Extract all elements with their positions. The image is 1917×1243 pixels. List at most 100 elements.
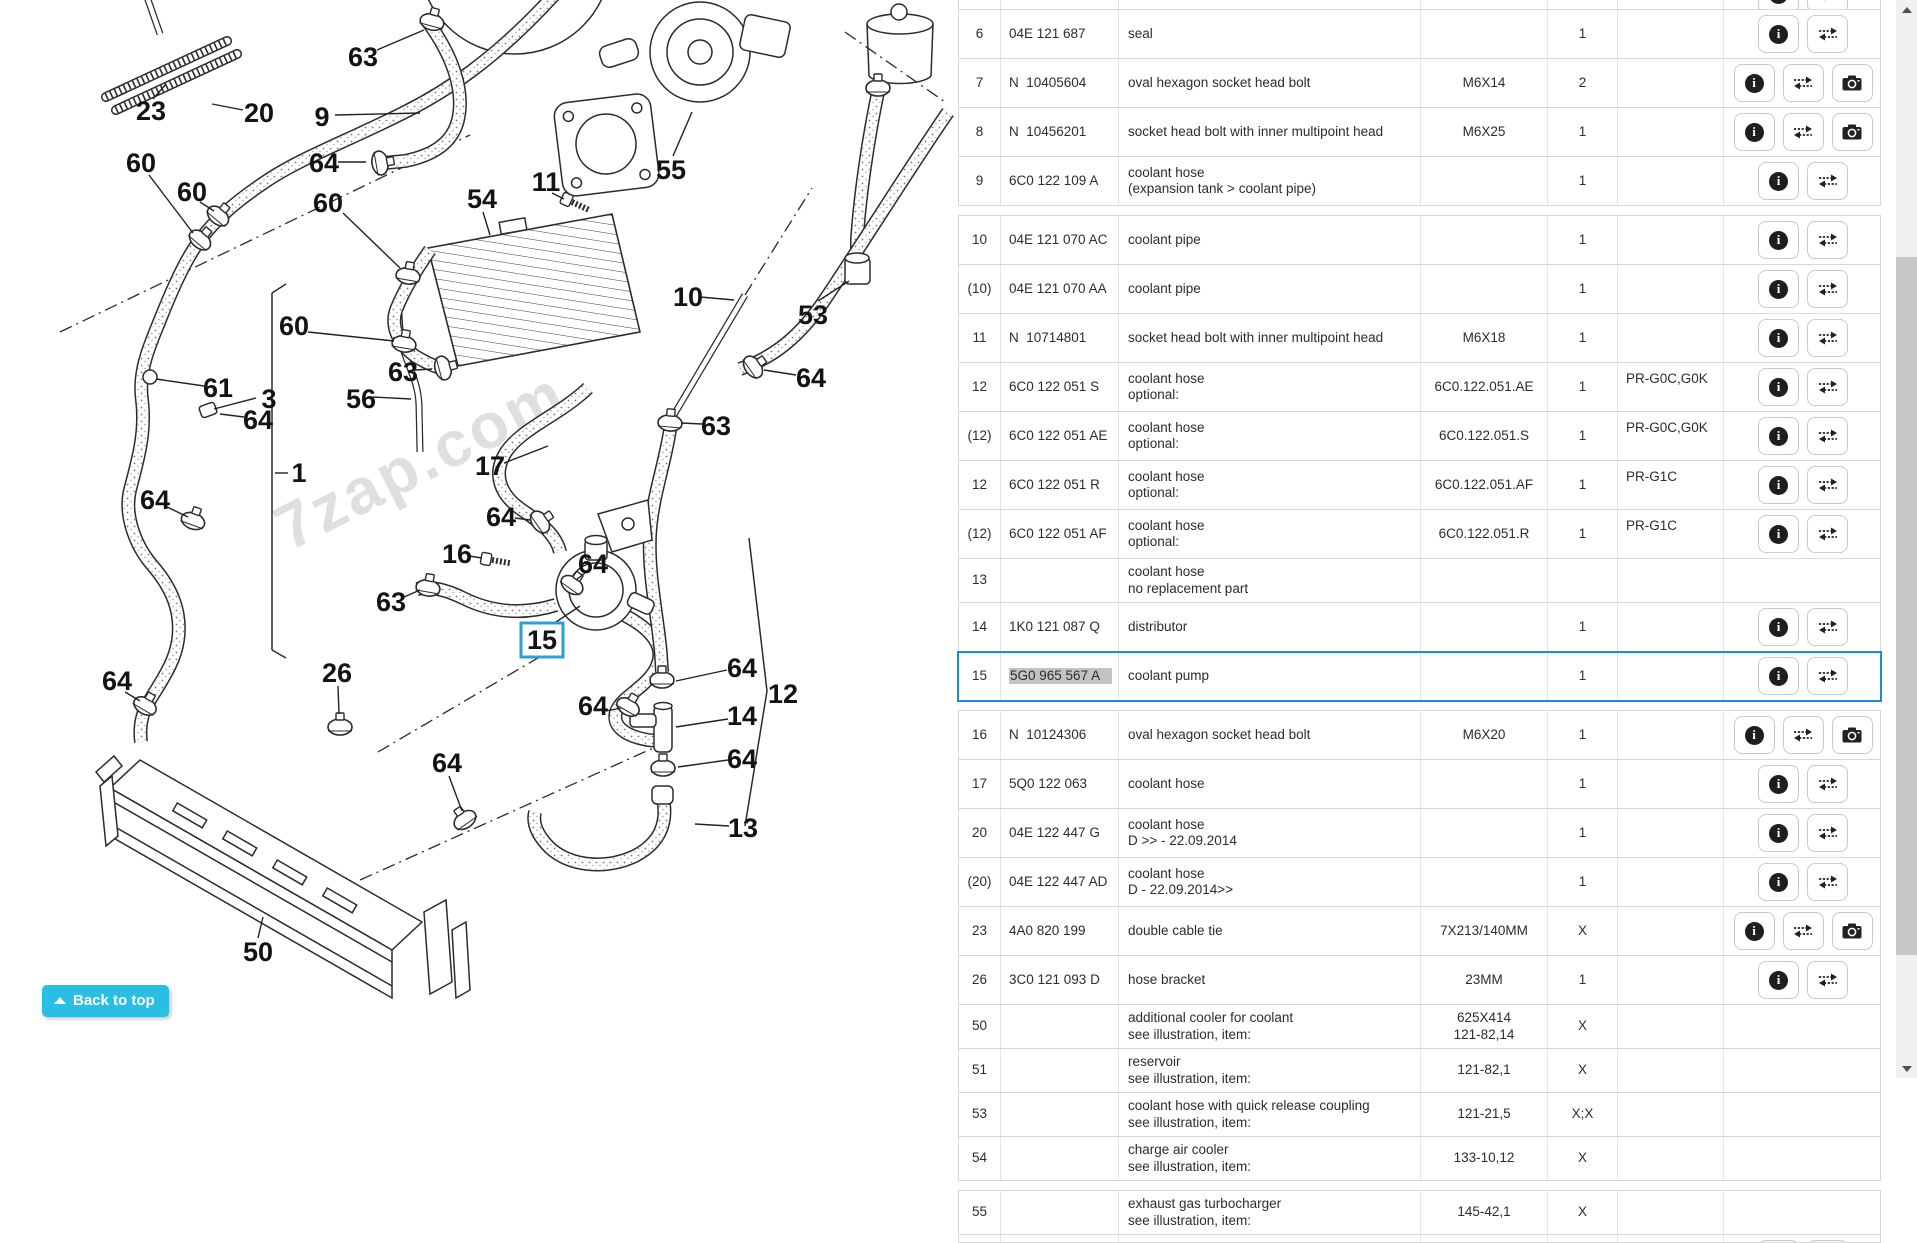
swap-button[interactable] xyxy=(1782,912,1824,950)
info-button[interactable]: i xyxy=(1758,657,1799,695)
back-to-top-button[interactable]: Back to top xyxy=(42,985,169,1017)
part-label-15[interactable]: 15 xyxy=(527,625,557,655)
part-label-55[interactable]: 55 xyxy=(656,155,686,185)
swap-button[interactable] xyxy=(1807,0,1848,9)
info-button[interactable]: i xyxy=(1758,270,1799,308)
info-button[interactable]: i xyxy=(1758,221,1799,259)
part-label-54[interactable]: 54 xyxy=(467,184,497,214)
swap-button[interactable] xyxy=(1782,716,1824,754)
part-label-64[interactable]: 64 xyxy=(796,363,826,393)
swap-button[interactable] xyxy=(1807,15,1848,53)
swap-button[interactable] xyxy=(1807,368,1848,406)
part-label-20[interactable]: 20 xyxy=(244,98,274,128)
scroll-down-button[interactable] xyxy=(1896,1059,1917,1078)
info-button[interactable]: i xyxy=(1758,608,1799,646)
info-button[interactable]: i xyxy=(1758,368,1799,406)
swap-button[interactable] xyxy=(1807,162,1848,200)
info-button[interactable]: i xyxy=(1733,64,1775,102)
part-label-64[interactable]: 64 xyxy=(102,666,132,696)
swap-button[interactable] xyxy=(1807,961,1848,999)
info-button[interactable]: i xyxy=(1758,15,1799,53)
part-label-64[interactable]: 64 xyxy=(486,502,516,532)
swap-button[interactable] xyxy=(1807,466,1848,504)
part-label-60[interactable]: 60 xyxy=(177,177,207,207)
info-button[interactable]: i xyxy=(1733,912,1775,950)
info-button[interactable]: i xyxy=(1758,961,1799,999)
part-label-17[interactable]: 17 xyxy=(475,451,505,481)
swap-button[interactable] xyxy=(1807,863,1848,901)
info-button[interactable]: i xyxy=(1758,466,1799,504)
camera-button[interactable] xyxy=(1831,716,1873,754)
swap-button[interactable] xyxy=(1807,270,1848,308)
swap-button[interactable] xyxy=(1807,657,1848,695)
camera-button[interactable] xyxy=(1831,113,1873,151)
part-label-63[interactable]: 63 xyxy=(348,42,378,72)
info-button[interactable]: i xyxy=(1758,765,1799,803)
table-row[interactable]: i xyxy=(958,1235,1881,1243)
part-label-60[interactable]: 60 xyxy=(126,148,156,178)
swap-button[interactable] xyxy=(1807,814,1848,852)
swap-button[interactable] xyxy=(1807,319,1848,357)
part-label-10[interactable]: 10 xyxy=(673,282,703,312)
part-label-64[interactable]: 64 xyxy=(140,485,170,515)
part-label-3[interactable]: 3 xyxy=(261,384,276,414)
part-label-53[interactable]: 53 xyxy=(798,300,828,330)
info-button[interactable]: i xyxy=(1758,814,1799,852)
swap-button[interactable] xyxy=(1807,608,1848,646)
swap-button[interactable] xyxy=(1807,515,1848,553)
part-label-64[interactable]: 64 xyxy=(432,748,462,778)
camera-button[interactable] xyxy=(1831,912,1873,950)
part-label-60[interactable]: 60 xyxy=(313,188,343,218)
vertical-scrollbar[interactable] xyxy=(1896,0,1917,1078)
part-label-63[interactable]: 63 xyxy=(701,411,731,441)
info-button[interactable]: i xyxy=(1758,417,1799,455)
part-label-64[interactable]: 64 xyxy=(309,148,339,178)
swap-button[interactable] xyxy=(1807,417,1848,455)
part-label-61[interactable]: 61 xyxy=(203,373,233,403)
info-button[interactable]: i xyxy=(1758,319,1799,357)
part-label-23[interactable]: 23 xyxy=(136,96,166,126)
part-label-13[interactable]: 13 xyxy=(728,813,758,843)
info-button[interactable]: i xyxy=(1758,0,1799,9)
info-button[interactable]: i xyxy=(1758,863,1799,901)
part-label-16[interactable]: 16 xyxy=(442,539,472,569)
part-label-63[interactable]: 63 xyxy=(376,587,406,617)
part-label-64[interactable]: 64 xyxy=(578,549,608,579)
swap-button[interactable] xyxy=(1807,221,1848,259)
part-label-64[interactable]: 64 xyxy=(727,744,757,774)
part-label-64[interactable]: 64 xyxy=(578,691,608,721)
part-label-56[interactable]: 56 xyxy=(346,384,376,414)
part-label-12[interactable]: 12 xyxy=(768,679,798,709)
camera-button[interactable] xyxy=(1831,64,1873,102)
scrollbar-thumb[interactable] xyxy=(1896,257,1917,955)
part-label-50[interactable]: 50 xyxy=(243,937,273,967)
scroll-up-button[interactable] xyxy=(1896,0,1917,19)
part-label-60[interactable]: 60 xyxy=(279,311,309,341)
part-label-14[interactable]: 14 xyxy=(727,701,757,731)
part-label-64[interactable]: 64 xyxy=(243,405,273,435)
info-button[interactable]: i xyxy=(1758,162,1799,200)
table-row[interactable]: i xyxy=(958,0,1881,10)
